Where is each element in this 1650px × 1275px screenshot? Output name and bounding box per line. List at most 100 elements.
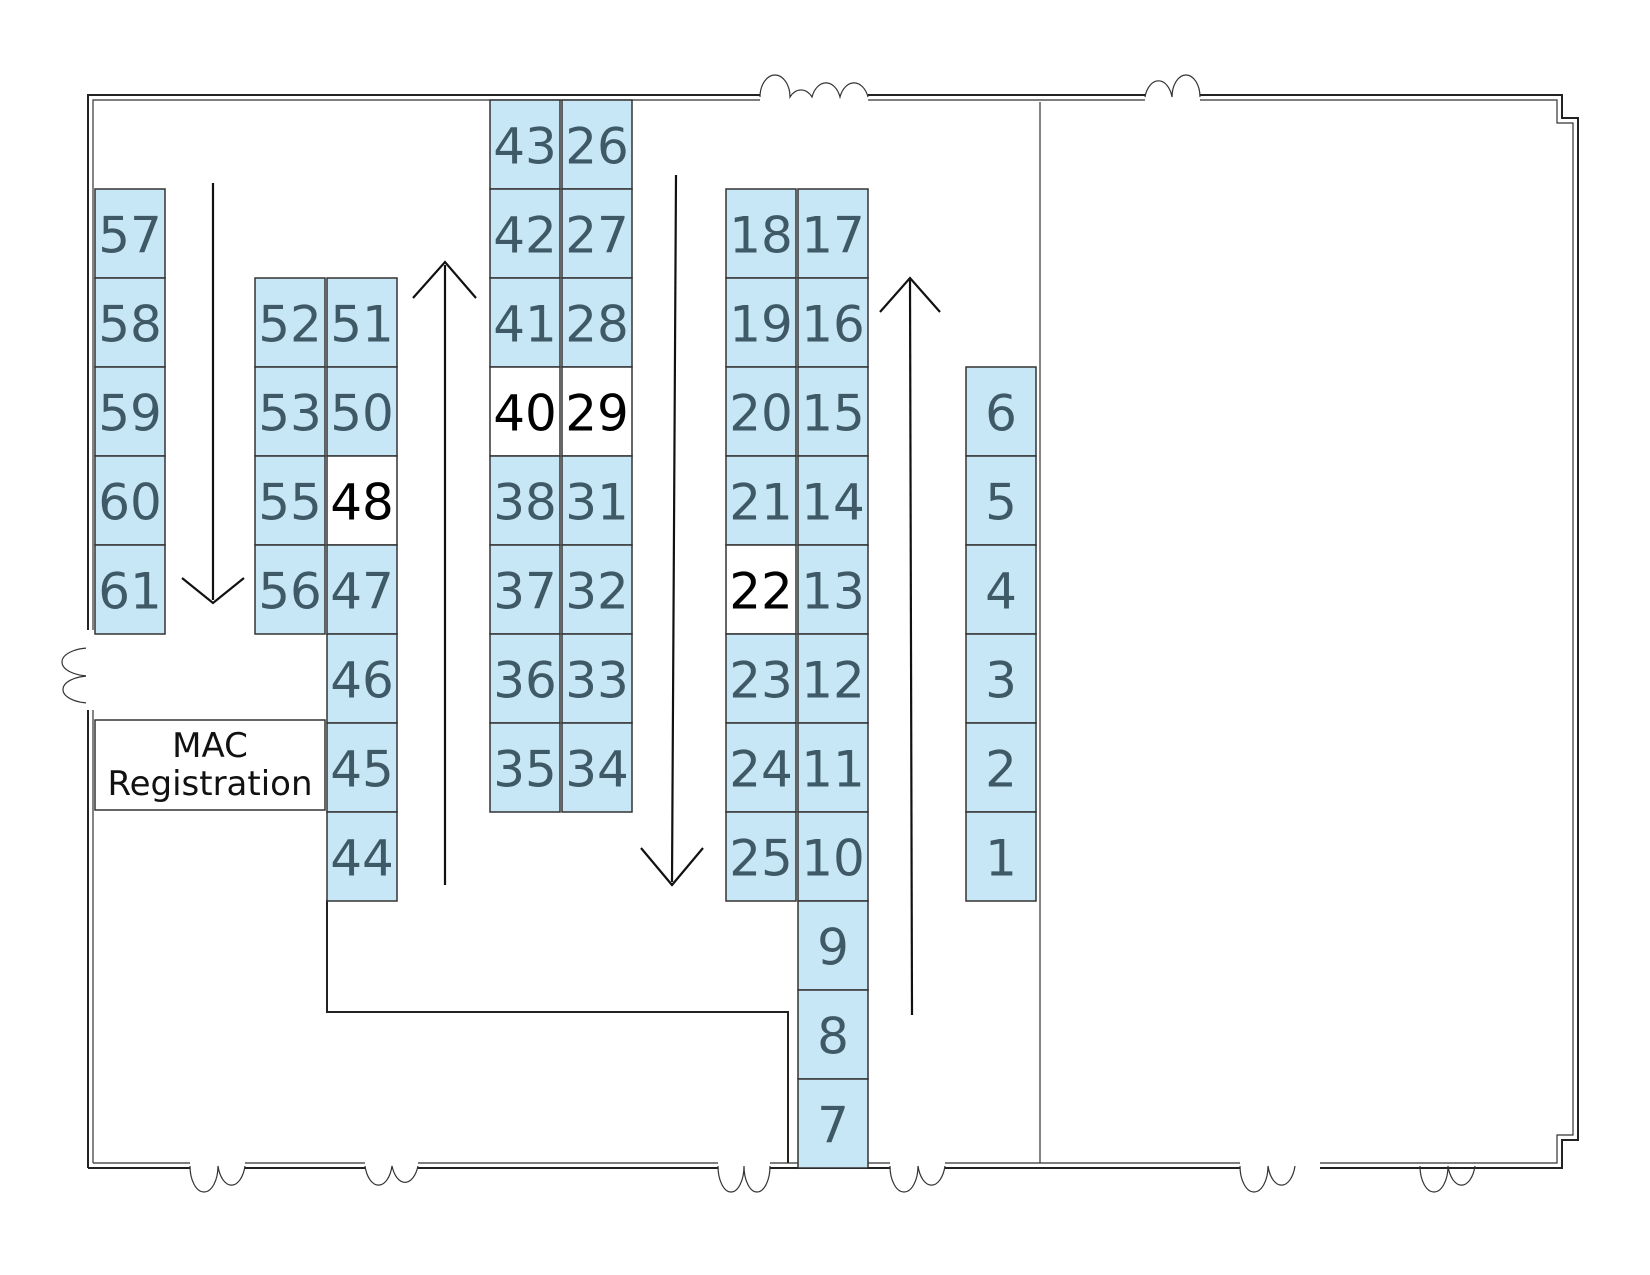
booth-2-box (965, 722, 1037, 813)
booth-8[interactable]: 8 (797, 989, 869, 1080)
booth-32[interactable]: 32 (561, 544, 633, 635)
booth-34[interactable]: 34 (561, 722, 633, 813)
booth-51[interactable]: 51 (326, 277, 398, 368)
booth-52[interactable]: 52 (254, 277, 326, 368)
booth-3[interactable]: 3 (965, 633, 1037, 724)
booth-24-label: 24 (729, 741, 793, 799)
booth-29-label: 29 (565, 385, 629, 443)
booth-16[interactable]: 16 (797, 277, 869, 368)
booth-40-label: 40 (493, 385, 557, 443)
booth-25[interactable]: 25 (725, 811, 797, 902)
booth-52-label: 52 (258, 296, 322, 354)
booth-6[interactable]: 6 (965, 366, 1037, 457)
booth-24[interactable]: 24 (725, 722, 797, 813)
booth-21-box (725, 455, 797, 546)
booth-26-box (561, 99, 633, 190)
booth-8-box (797, 989, 869, 1080)
booth-20-label: 20 (729, 385, 793, 443)
booth-21[interactable]: 21 (725, 455, 797, 546)
booth-44-box (326, 811, 398, 902)
traffic-arrows (181, 174, 941, 1016)
booth-29[interactable]: 29 (561, 366, 633, 457)
booth-57[interactable]: 57 (94, 188, 166, 279)
booth-33[interactable]: 33 (561, 633, 633, 724)
booth-3-box (965, 633, 1037, 724)
booth-45-label: 45 (330, 741, 394, 799)
booth-31[interactable]: 31 (561, 455, 633, 546)
booth-18-label: 18 (729, 207, 793, 265)
booth-47[interactable]: 47 (326, 544, 398, 635)
booth-19[interactable]: 19 (725, 277, 797, 368)
booth-12[interactable]: 12 (797, 633, 869, 724)
booth-50[interactable]: 50 (326, 366, 398, 457)
booth-38[interactable]: 38 (489, 455, 561, 546)
booth-28[interactable]: 28 (561, 277, 633, 368)
booth-59[interactable]: 59 (94, 366, 166, 457)
booth-26[interactable]: 26 (561, 99, 633, 190)
booth-9[interactable]: 9 (797, 900, 869, 991)
booth-20-box (725, 366, 797, 457)
booth-15[interactable]: 15 (797, 366, 869, 457)
arrow-up-2 (879, 276, 941, 1016)
booth-23[interactable]: 23 (725, 633, 797, 724)
booth-52-box (254, 277, 326, 368)
doors (61, 74, 1476, 1193)
booth-20[interactable]: 20 (725, 366, 797, 457)
booth-53-box (254, 366, 326, 457)
booth-48-box (326, 455, 398, 546)
booth-60[interactable]: 60 (94, 455, 166, 546)
booth-40-box (489, 366, 561, 457)
booth-42[interactable]: 42 (489, 188, 561, 279)
booth-56-label: 56 (258, 563, 322, 621)
booth-35-box (489, 722, 561, 813)
booth-34-label: 34 (565, 741, 629, 799)
booth-44[interactable]: 44 (326, 811, 398, 902)
booth-16-label: 16 (801, 296, 865, 354)
booth-43[interactable]: 43 (489, 99, 561, 190)
booth-11[interactable]: 11 (797, 722, 869, 813)
booth-17-label: 17 (801, 207, 865, 265)
booth-2[interactable]: 2 (965, 722, 1037, 813)
booth-40[interactable]: 40 (489, 366, 561, 457)
booth-22[interactable]: 22 (725, 544, 797, 635)
booth-10[interactable]: 10 (797, 811, 869, 902)
booth-32-box (561, 544, 633, 635)
booth-46[interactable]: 46 (326, 633, 398, 724)
registration-area: MAC Registration (94, 719, 326, 811)
booth-27[interactable]: 27 (561, 188, 633, 279)
booth-38-box (489, 455, 561, 546)
arrow-down-1 (181, 183, 245, 605)
booth-45-box (326, 722, 398, 813)
booth-23-label: 23 (729, 652, 793, 710)
booth-48[interactable]: 48 (326, 455, 398, 546)
booth-4[interactable]: 4 (965, 544, 1037, 635)
booth-55-label: 55 (258, 474, 322, 532)
booth-45[interactable]: 45 (326, 722, 398, 813)
booth-37[interactable]: 37 (489, 544, 561, 635)
booth-31-box (561, 455, 633, 546)
door-top-2 (1144, 74, 1201, 98)
booth-13[interactable]: 13 (797, 544, 869, 635)
booth-41-box (489, 277, 561, 368)
booth-37-label: 37 (493, 563, 557, 621)
booth-55[interactable]: 55 (254, 455, 326, 546)
booth-15-label: 15 (801, 385, 865, 443)
booth-7[interactable]: 7 (797, 1078, 869, 1169)
booth-18[interactable]: 18 (725, 188, 797, 279)
booth-36[interactable]: 36 (489, 633, 561, 724)
booth-23-box (725, 633, 797, 724)
booth-5[interactable]: 5 (965, 455, 1037, 546)
booth-36-box (489, 633, 561, 724)
booth-35[interactable]: 35 (489, 722, 561, 813)
booth-17[interactable]: 17 (797, 188, 869, 279)
booth-14[interactable]: 14 (797, 455, 869, 546)
booth-41[interactable]: 41 (489, 277, 561, 368)
booth-53[interactable]: 53 (254, 366, 326, 457)
booth-58[interactable]: 58 (94, 277, 166, 368)
booth-61[interactable]: 61 (94, 544, 166, 635)
booth-1[interactable]: 1 (965, 811, 1037, 902)
booth-56[interactable]: 56 (254, 544, 326, 635)
booth-50-label: 50 (330, 385, 394, 443)
booth-14-box (797, 455, 869, 546)
booth-19-box (725, 277, 797, 368)
